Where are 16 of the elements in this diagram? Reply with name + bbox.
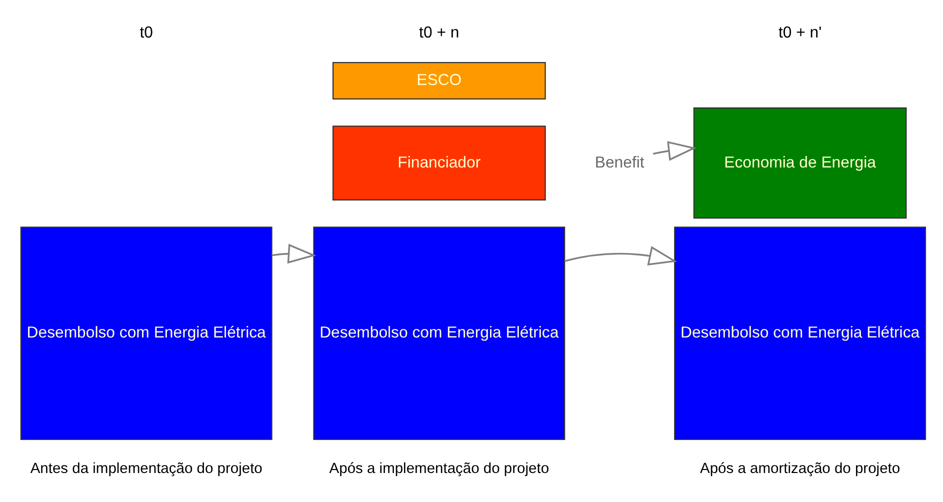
node-label: Após a amortização do projeto [700,460,900,477]
node-box: ESCO [332,62,546,100]
node-box: Desembolso com Energia Elétrica [313,226,566,440]
arrow [272,244,316,264]
node-box: Economia de Energia [693,107,907,219]
label: t0 + n [419,24,460,42]
node-box: Desembolso com Energia Elétrica [20,226,272,440]
node-label: Antes da implementação do projeto [30,460,262,477]
node-box: Desembolso com Energia Elétrica [674,226,926,440]
node-text: Benefit [594,154,644,172]
node-box: Financiador [332,126,546,200]
arrow [652,141,696,161]
node-label: Após a implementação do projeto [329,460,550,477]
arrow [564,246,678,266]
label: t0 + n' [778,24,822,42]
label: t0 [140,24,153,42]
